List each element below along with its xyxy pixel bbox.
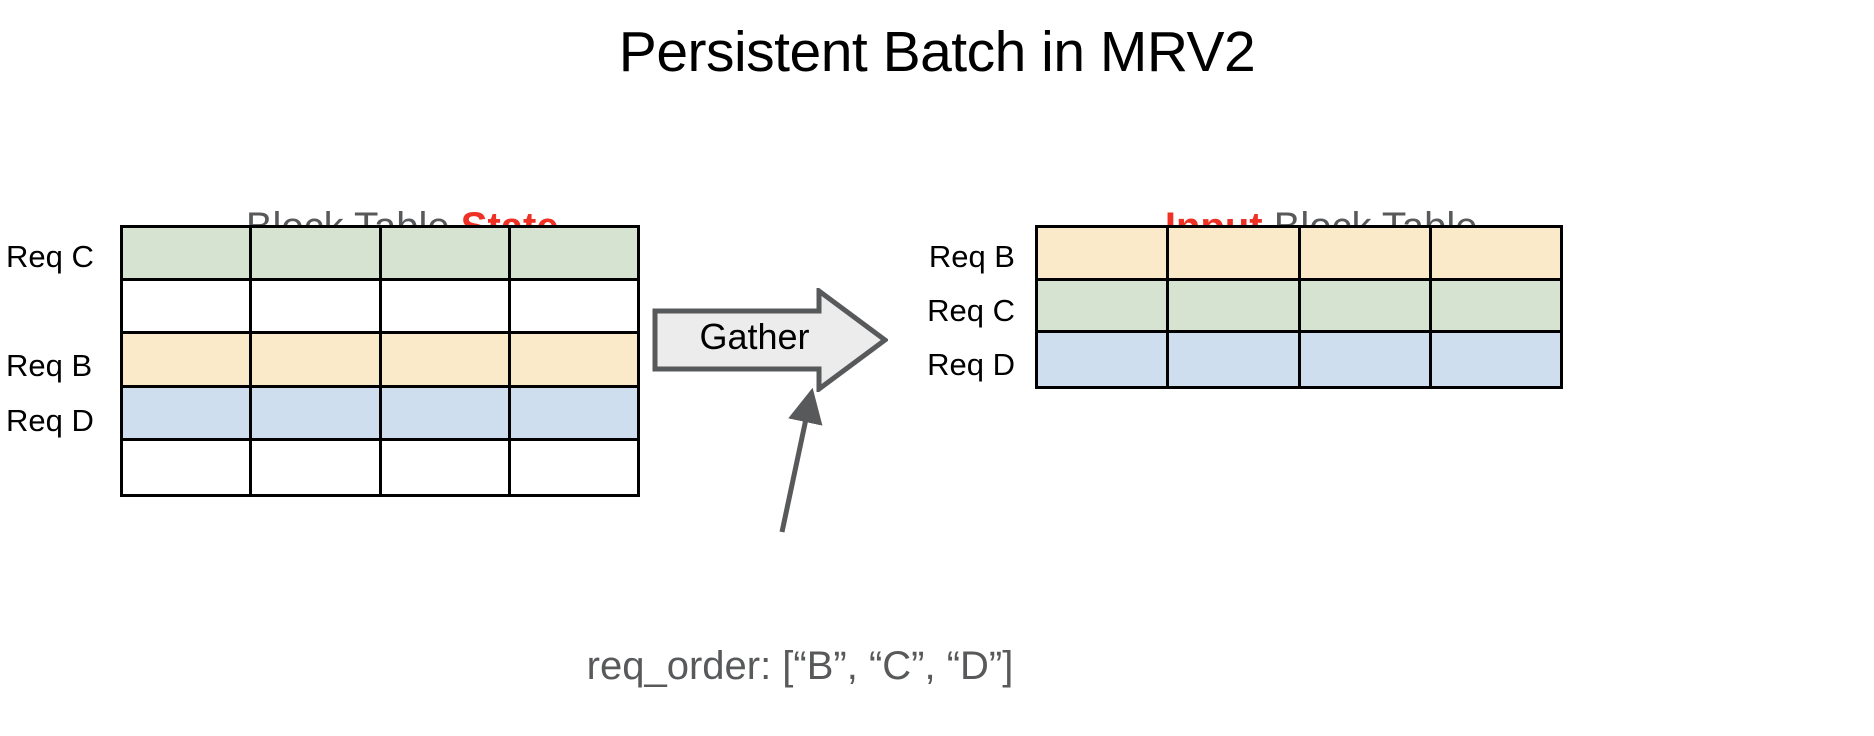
table-row — [1038, 333, 1560, 387]
table-cell — [123, 281, 253, 332]
table-row — [123, 440, 637, 495]
table-cell — [252, 440, 382, 495]
block-table-state — [120, 225, 640, 497]
input-row-label-req-d: Req D — [927, 347, 1015, 382]
table-cell — [252, 281, 382, 332]
table-cell — [381, 334, 511, 385]
table-cell — [381, 281, 511, 332]
table-cell — [1038, 228, 1170, 278]
table-cell — [1300, 333, 1432, 387]
table-cell — [252, 228, 382, 279]
req-order-caption: req_order: [“B”, “C”, “D”] — [586, 644, 1014, 688]
table-cell — [510, 440, 637, 495]
table-cell — [252, 387, 382, 438]
table-row — [1038, 280, 1560, 334]
table-cell — [123, 228, 253, 279]
table-cell — [510, 334, 637, 385]
gather-arrow-icon — [652, 288, 888, 392]
table-row — [123, 281, 637, 335]
table-cell — [1169, 228, 1301, 278]
input-row-label-req-b: Req B — [928, 239, 1015, 274]
table-cell — [381, 387, 511, 438]
table-cell — [510, 228, 637, 279]
table-cell — [1169, 333, 1301, 387]
table-cell — [1038, 333, 1170, 387]
table-cell — [1431, 280, 1560, 331]
table-cell — [252, 334, 382, 385]
table-cell — [510, 387, 637, 438]
table-cell — [123, 440, 253, 495]
table-row — [123, 334, 637, 388]
page-title: Persistent Batch in MRV2 — [618, 20, 1256, 84]
state-row-label-req-d: Req D — [6, 403, 94, 438]
state-row-label-req-b: Req B — [6, 348, 93, 383]
gather-label: Gather — [699, 316, 810, 357]
table-cell — [1038, 280, 1170, 331]
table-cell — [1169, 280, 1301, 331]
table-cell — [1431, 333, 1560, 387]
table-row — [1038, 228, 1560, 281]
table-cell — [1431, 228, 1560, 278]
table-cell — [381, 440, 511, 495]
table-cell — [1300, 228, 1432, 278]
table-cell — [1300, 280, 1432, 331]
table-cell — [510, 281, 637, 332]
table-cell — [123, 387, 253, 438]
input-block-table — [1035, 225, 1563, 389]
table-row — [123, 228, 637, 282]
table-row — [123, 387, 637, 441]
table-cell — [123, 334, 253, 385]
input-row-label-req-c: Req C — [927, 293, 1015, 328]
caption-pointer-arrow-icon — [760, 380, 840, 540]
state-row-label-req-c: Req C — [6, 239, 94, 274]
table-cell — [381, 228, 511, 279]
